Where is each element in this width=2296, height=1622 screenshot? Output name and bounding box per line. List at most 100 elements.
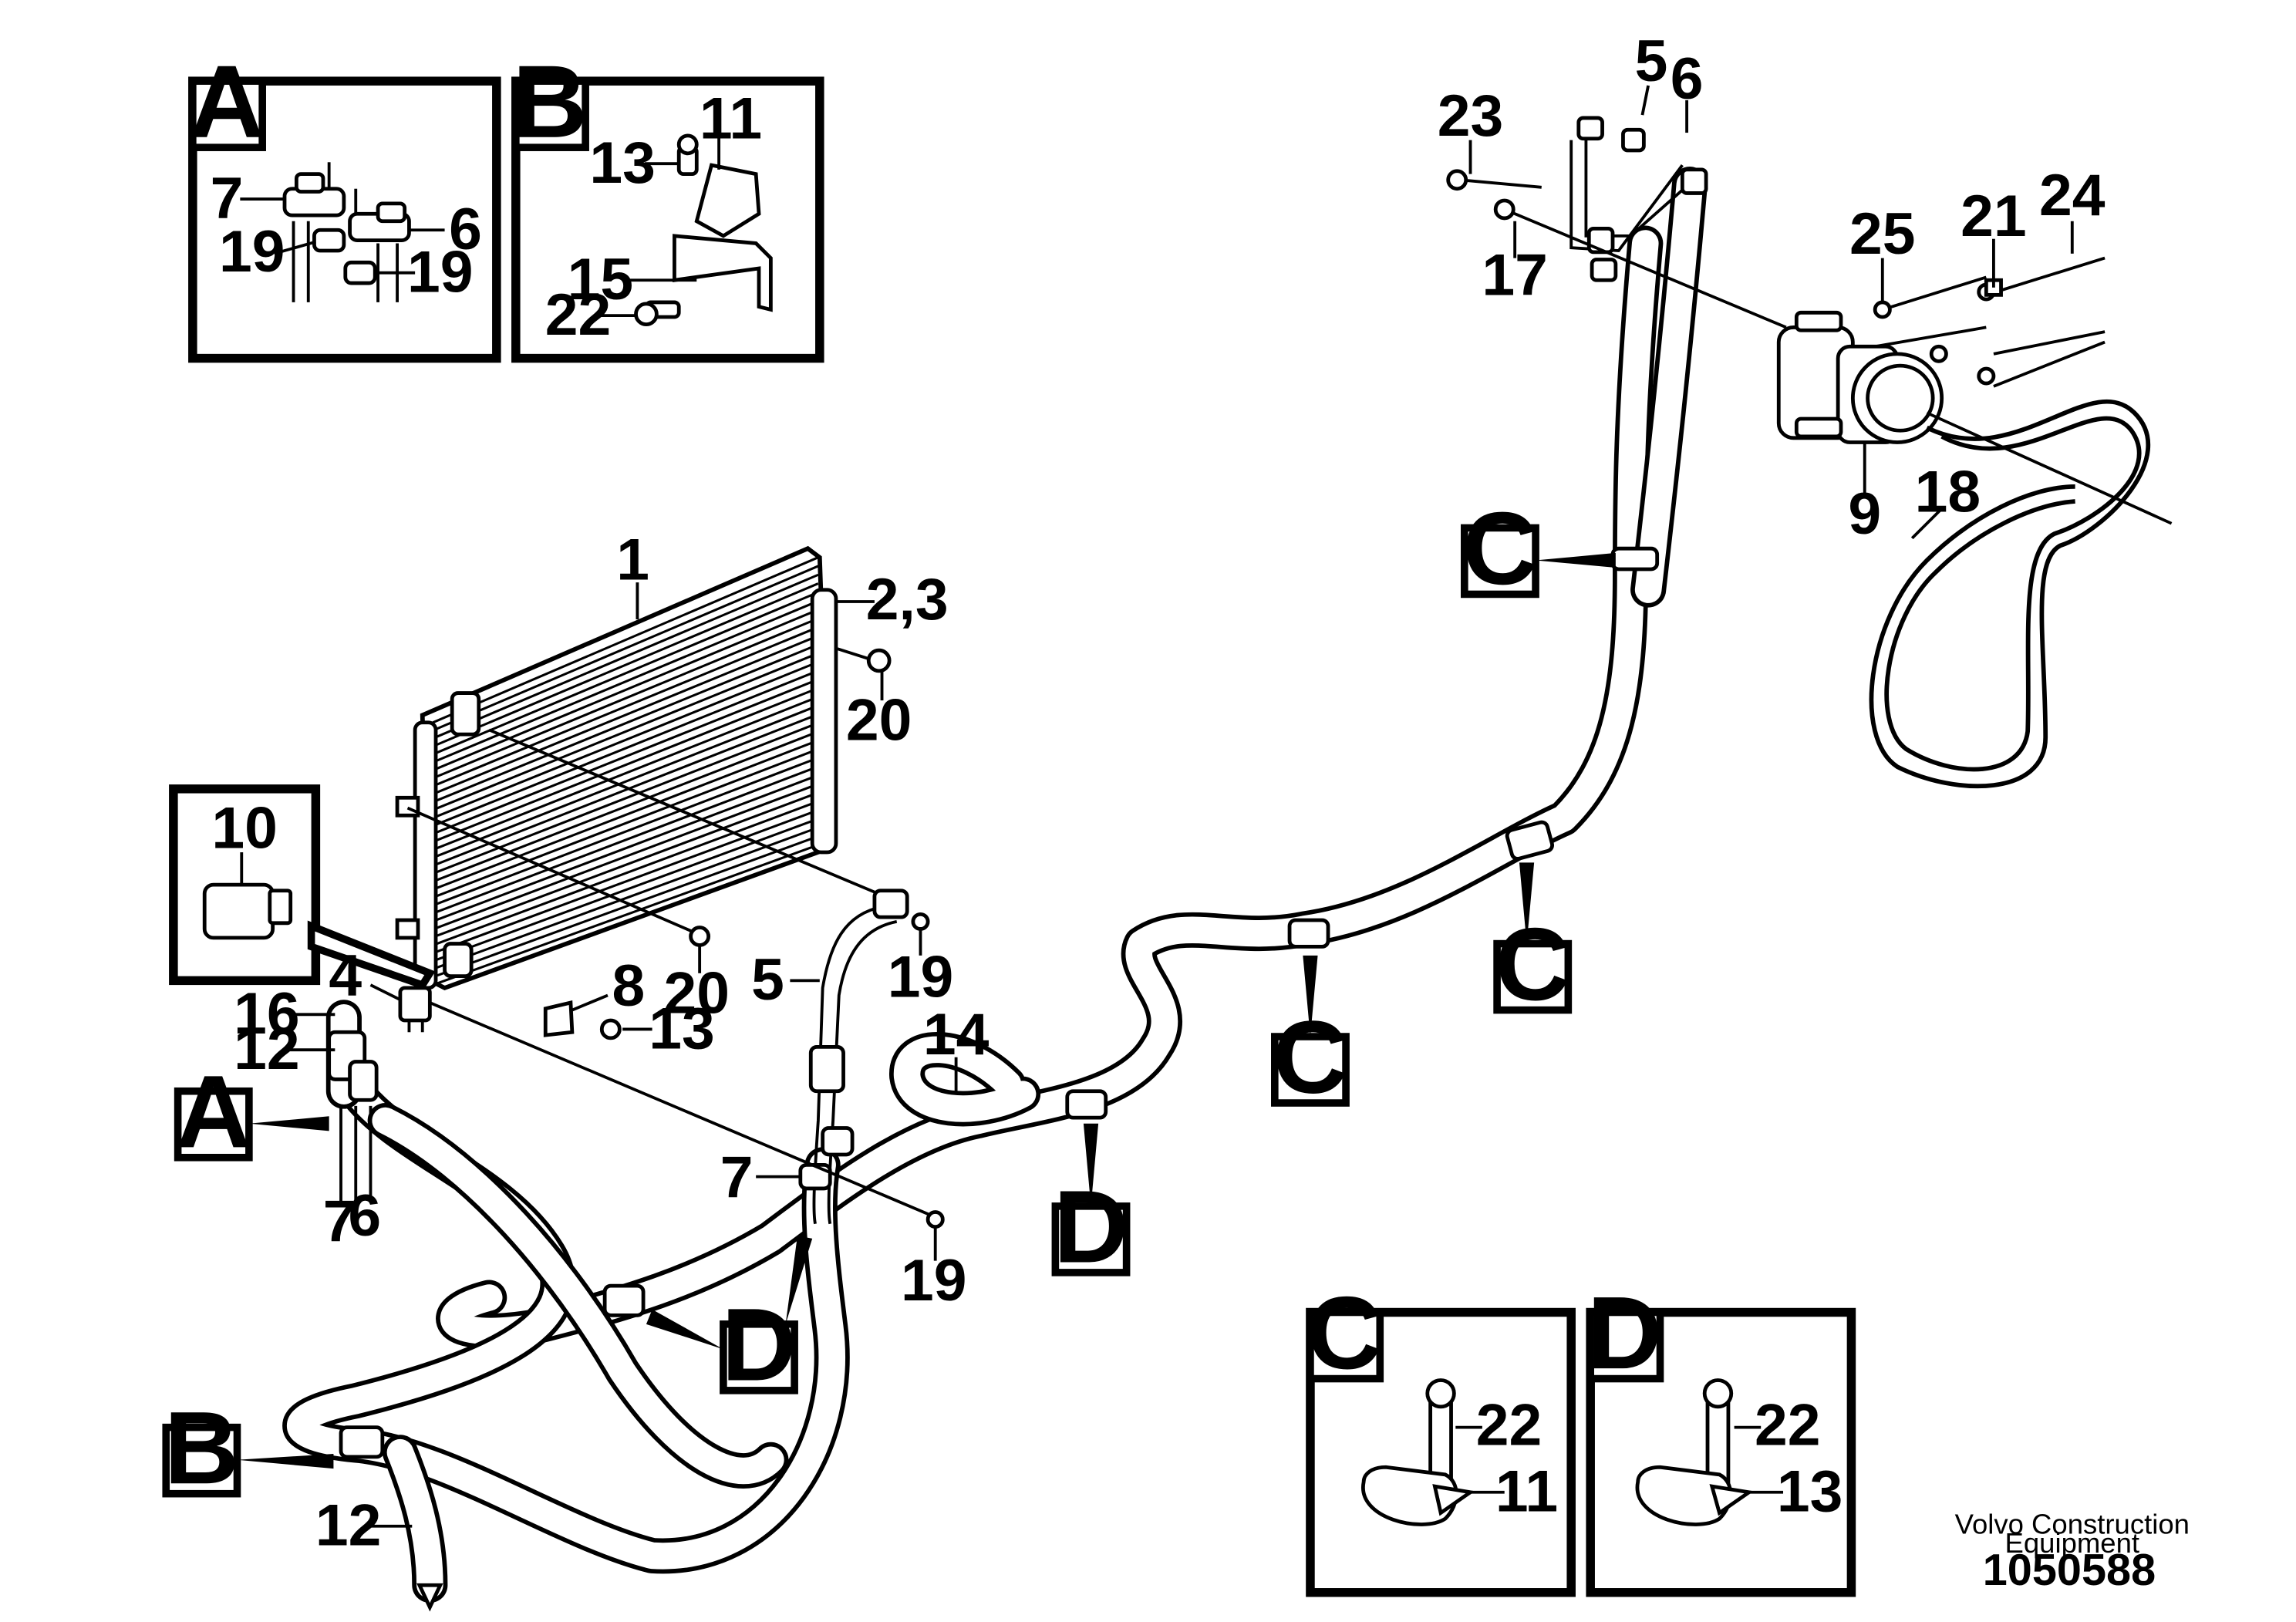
condenser-fin	[432, 739, 819, 891]
label-13-inset: 13	[589, 130, 655, 196]
label-2-3: 2,3	[866, 567, 949, 632]
label-8: 8	[612, 953, 646, 1019]
condenser-fin	[432, 652, 819, 811]
svg-text:C: C	[1462, 491, 1537, 606]
inset-a: A 7 6 19 19	[188, 45, 501, 363]
svg-text:D: D	[721, 1288, 796, 1403]
condenser-fin	[432, 747, 819, 899]
label-19-upper: 19	[888, 945, 953, 1010]
label-19-inset-right: 19	[407, 240, 473, 305]
hose-clamps	[327, 546, 1660, 1459]
label-16: 16	[234, 981, 299, 1047]
label-22-inset-b: 22	[545, 282, 611, 348]
clip-bracket-illustration	[634, 133, 773, 326]
label-7-main: 7	[720, 1145, 754, 1211]
label-11-inset-c: 11	[1495, 1459, 1558, 1525]
label-24: 24	[2039, 163, 2106, 228]
label-14: 14	[923, 1002, 990, 1067]
hose-fittings-top	[1446, 116, 1787, 329]
condenser-fin	[432, 617, 819, 780]
condenser-fin	[432, 556, 819, 724]
inset-b-title: B	[512, 45, 587, 160]
inset-d: D	[1586, 1276, 1856, 1597]
condenser-fin	[432, 609, 819, 772]
condenser-fin	[432, 626, 819, 787]
label-19-inset-left: 19	[219, 219, 285, 285]
condenser-fin	[432, 669, 819, 828]
label-15: 15	[568, 247, 633, 312]
label-12-lower: 12	[315, 1493, 381, 1559]
condenser-fin	[432, 791, 819, 939]
drive-belt	[1869, 399, 2151, 789]
label-5-lower: 5	[751, 947, 784, 1013]
inset-a-title: A	[189, 45, 264, 160]
label-18: 18	[1915, 460, 1981, 525]
condenser-fin	[432, 721, 819, 875]
callout-c-middle: C	[1271, 955, 1350, 1115]
label-7-lower: 7	[323, 1189, 356, 1255]
label-6-lower: 6	[348, 1183, 381, 1249]
company-name-line1: Volvo Construction	[1955, 1508, 2190, 1539]
label-21: 21	[1961, 184, 2026, 249]
label-25: 25	[1849, 201, 1915, 267]
label-4: 4	[329, 943, 362, 1009]
label-17: 17	[1482, 243, 1547, 309]
condenser-fin	[432, 826, 819, 970]
label-13-main: 13	[649, 996, 714, 1061]
condenser-fin	[432, 704, 819, 859]
clip-8	[543, 1000, 575, 1037]
condenser-fin	[432, 599, 819, 764]
inset-b: B 11 13 15 22	[511, 45, 824, 363]
inset-10	[169, 784, 436, 990]
label-6-top: 6	[1671, 46, 1704, 112]
label-22-inset-c: 22	[1476, 1393, 1542, 1458]
callout-c-right: C	[1493, 862, 1573, 1023]
bracket-illustration	[282, 162, 411, 302]
condenser-fin	[432, 565, 819, 732]
callout-a: A	[174, 1055, 329, 1170]
condenser-fin	[432, 835, 819, 979]
label-7-inset: 7	[211, 166, 244, 231]
inset-d-title: D	[1587, 1276, 1662, 1391]
condenser-fin	[432, 591, 819, 756]
callout-b: B	[162, 1391, 334, 1506]
callout-c-top: C	[1461, 491, 1616, 606]
label-9: 9	[1848, 481, 1881, 547]
callout-d-left: D	[646, 1236, 813, 1403]
callout-d-right: D	[1051, 1123, 1131, 1284]
label-12-upper: 12	[234, 1017, 299, 1082]
svg-text:A: A	[176, 1055, 251, 1170]
label-20-upper: 20	[846, 688, 912, 754]
condenser-fin	[432, 660, 819, 819]
label-5-top: 5	[1635, 29, 1668, 94]
condenser	[395, 545, 838, 1033]
condenser-fin	[432, 757, 819, 907]
condenser-fin	[432, 765, 819, 915]
condenser-fin	[432, 713, 819, 867]
svg-text:B: B	[164, 1391, 239, 1506]
label-11-inset: 11	[700, 86, 762, 152]
screw-20-upper	[837, 647, 892, 701]
label-22-inset-d: 22	[1755, 1393, 1820, 1458]
label-1: 1	[616, 528, 649, 593]
condenser-fin	[432, 686, 819, 843]
condenser-fin	[432, 808, 819, 955]
label-6-inset: 6	[449, 197, 482, 262]
label-23: 23	[1438, 83, 1503, 149]
label-10: 10	[211, 795, 277, 861]
label-20-lower: 20	[664, 961, 730, 1027]
condenser-fin	[432, 573, 819, 740]
label-19-lower: 19	[901, 1248, 966, 1313]
company-name-line2: Equipment	[2005, 1527, 2140, 1559]
condenser-fin	[432, 634, 819, 796]
svg-text:C: C	[1495, 908, 1570, 1023]
inset-c-title: C	[1307, 1276, 1382, 1391]
condenser-fin	[432, 582, 819, 748]
document-number: 1050588	[1983, 1546, 2156, 1595]
label-13-inset-d: 13	[1777, 1459, 1843, 1525]
inset-c: C	[1306, 1276, 1576, 1597]
condenser-fin	[432, 678, 819, 835]
compressor	[1776, 310, 1944, 444]
compressor-bolts	[1873, 256, 2106, 388]
